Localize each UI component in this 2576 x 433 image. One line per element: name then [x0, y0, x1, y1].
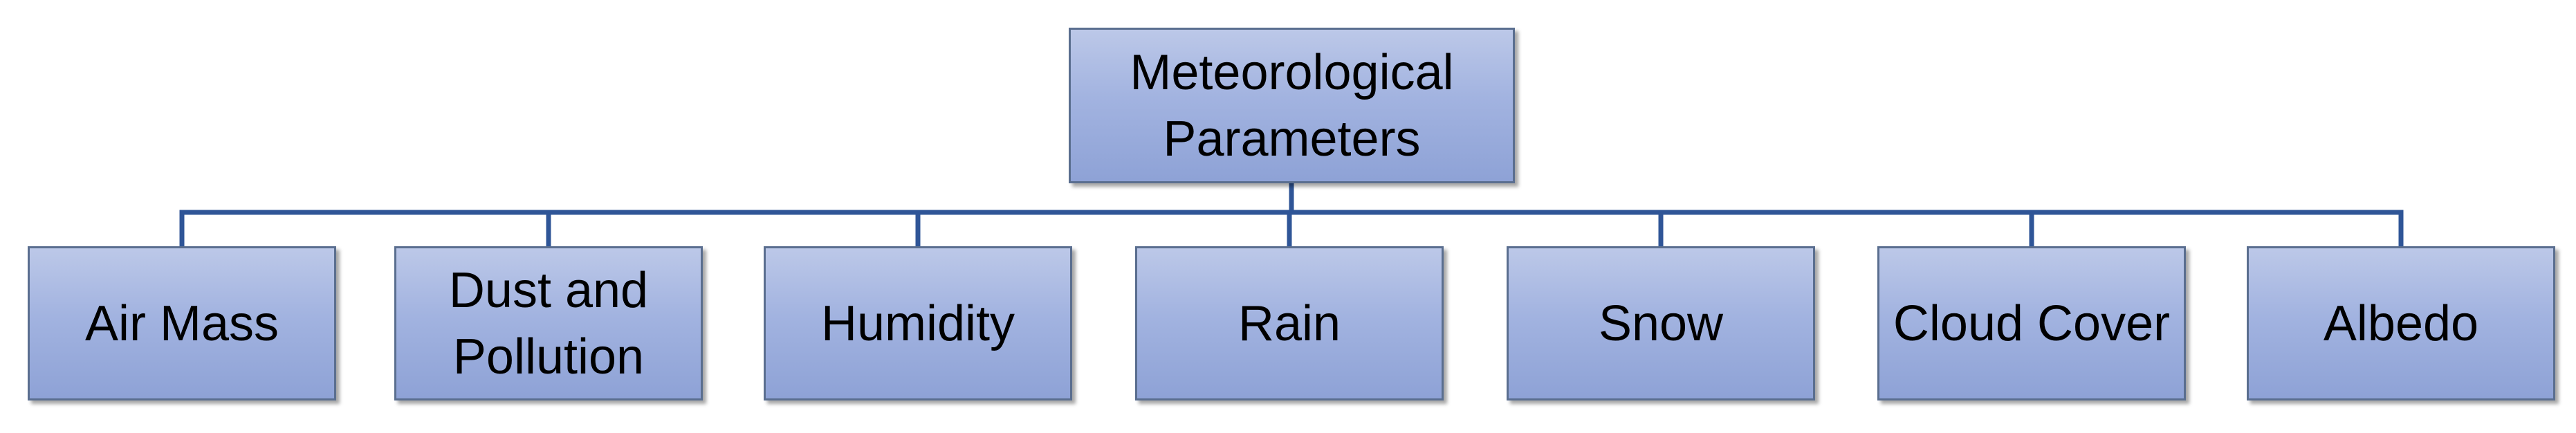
child-node-dust-and-pollution: Dust and Pollution [394, 246, 703, 400]
child-node-label: Rain [1238, 295, 1341, 351]
child-node-label: Cloud Cover [1893, 295, 2171, 351]
root-node-label: Meteorological Parameters [1130, 44, 1454, 167]
child-node-label: Air Mass [84, 295, 279, 351]
root-node-meteorological-parameters: Meteorological Parameters [1069, 28, 1515, 183]
child-node-label: Snow [1598, 295, 1724, 351]
child-node-label: Humidity [820, 295, 1015, 351]
child-node-albedo: Albedo [2247, 246, 2555, 400]
child-node-label: Dust and Pollution [448, 262, 649, 385]
child-node-rain: Rain [1135, 246, 1444, 400]
child-node-cloud-cover: Cloud Cover [1877, 246, 2186, 400]
child-node-humidity: Humidity [764, 246, 1072, 400]
child-node-snow: Snow [1507, 246, 1815, 400]
child-node-air-mass: Air Mass [28, 246, 336, 400]
child-node-label: Albedo [2323, 295, 2479, 351]
